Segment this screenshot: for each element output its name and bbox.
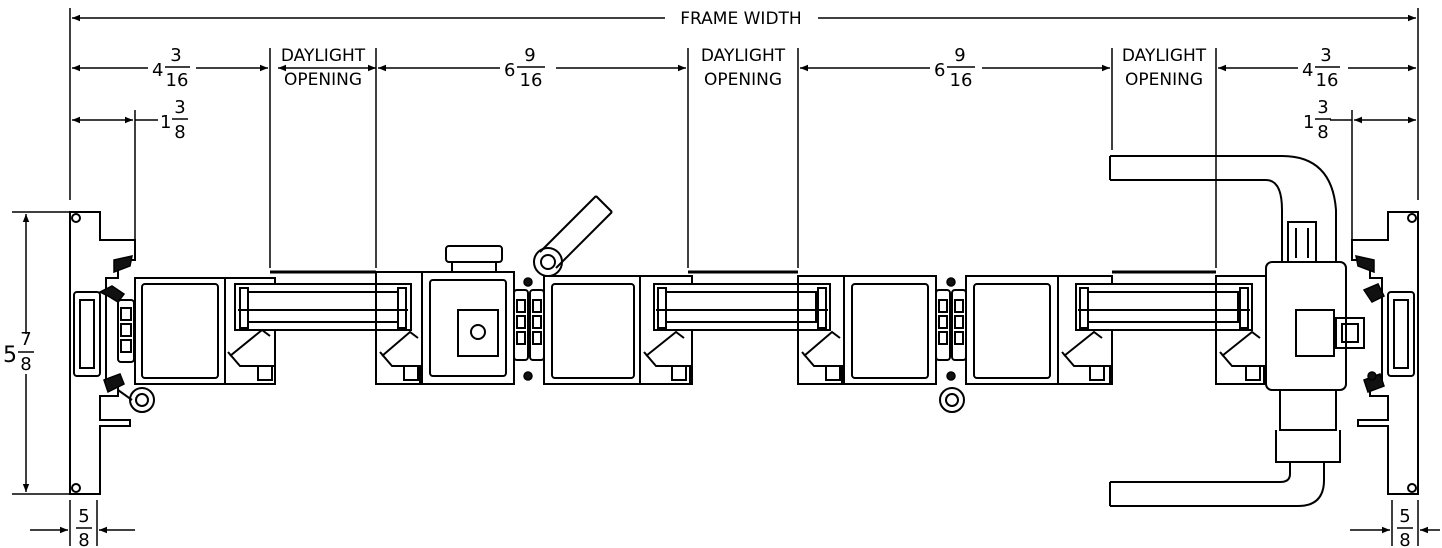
frame-width-label: FRAME WIDTH (680, 9, 801, 29)
svg-text:16: 16 (520, 70, 543, 91)
meeting-stile-right (935, 275, 1059, 413)
svg-text:4: 4 (152, 60, 163, 81)
opening-label-3: OPENING (1125, 70, 1203, 90)
svg-text:8: 8 (20, 354, 31, 375)
svg-text:4: 4 (1302, 60, 1313, 81)
svg-text:8: 8 (1399, 530, 1410, 548)
center-right-stile (797, 275, 937, 385)
daylight-label-3: DAYLIGHT (1122, 46, 1207, 66)
right-jamb-frame (1351, 211, 1419, 495)
dim-6-9-16-center-left: 6 9 16 (504, 45, 545, 91)
svg-text:16: 16 (166, 70, 189, 91)
glazing-unit-2 (639, 270, 831, 385)
opening-label-1: OPENING (284, 70, 362, 90)
svg-text:6: 6 (504, 60, 515, 81)
dim-1-3-8-right: 1 3 8 (1303, 97, 1331, 143)
glazing-unit-1 (234, 270, 412, 331)
svg-text:5: 5 (1399, 506, 1410, 527)
daylight-label-1: DAYLIGHT (281, 46, 366, 66)
svg-text:7: 7 (20, 329, 31, 350)
dim-4-3-16-right: 4 3 16 (1302, 45, 1340, 91)
svg-text:16: 16 (950, 70, 973, 91)
dimension-labels: FRAME WIDTH DAYLIGHT OPENING DAYLIGHT OP… (3, 9, 1413, 548)
push-bar-handle (533, 195, 613, 277)
right-stile-lever (1215, 221, 1365, 391)
dim-6-9-16-center-right: 6 9 16 (934, 45, 975, 91)
glazing-unit-3 (1057, 270, 1253, 385)
dim-4-3-16-left: 4 3 16 (152, 45, 190, 91)
svg-text:5: 5 (3, 343, 17, 368)
svg-text:3: 3 (1320, 45, 1331, 66)
svg-text:8: 8 (78, 530, 89, 548)
svg-text:3: 3 (174, 97, 185, 118)
opening-label-2: OPENING (704, 70, 782, 90)
left-jamb-frame (69, 211, 155, 495)
dim-5-7-8-height: 5 7 8 (3, 329, 34, 375)
svg-text:16: 16 (1316, 70, 1339, 91)
svg-text:1: 1 (1303, 112, 1314, 133)
dimension-lines (12, 8, 1440, 546)
svg-text:5: 5 (78, 506, 89, 527)
svg-text:8: 8 (1317, 122, 1328, 143)
svg-text:9: 9 (954, 45, 965, 66)
svg-text:8: 8 (174, 122, 185, 143)
svg-text:9: 9 (524, 45, 535, 66)
dim-5-8-right: 5 8 (1397, 506, 1413, 548)
svg-text:3: 3 (170, 45, 181, 66)
daylight-label-2: DAYLIGHT (701, 46, 786, 66)
svg-text:6: 6 (934, 60, 945, 81)
svg-text:1: 1 (160, 112, 171, 133)
meeting-stile-left (513, 275, 641, 385)
dim-1-3-8-left: 1 3 8 (160, 97, 188, 143)
lever-handle-icon (1109, 155, 1341, 507)
dim-5-8-left: 5 8 (76, 506, 92, 548)
svg-text:3: 3 (1317, 97, 1328, 118)
